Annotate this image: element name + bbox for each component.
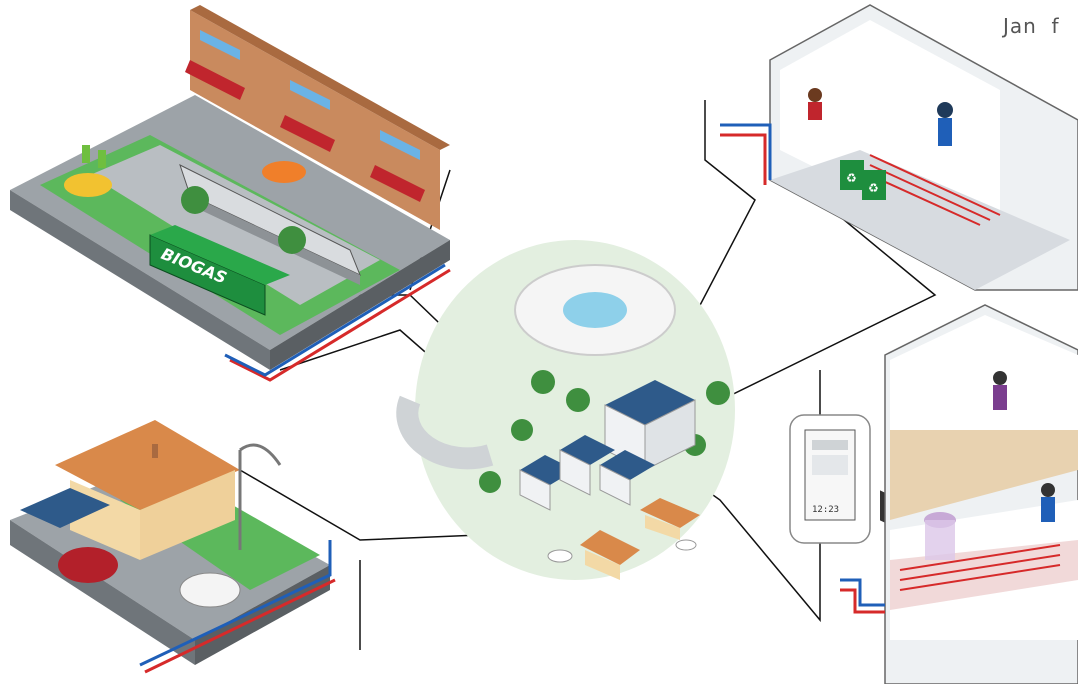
svg-text:♻: ♻ xyxy=(846,171,857,185)
solar-panel-icon xyxy=(20,488,110,528)
tree-icon xyxy=(479,370,730,493)
house-interior-panel xyxy=(840,304,1078,684)
city-overview xyxy=(396,240,735,580)
header-partial-text: Jan f xyxy=(1003,14,1060,38)
awnings xyxy=(185,60,425,202)
thermostat-display-icon: 12:23 xyxy=(789,414,871,544)
tram-icon xyxy=(179,164,361,285)
solar-panel-icon xyxy=(519,380,696,511)
display-time-text: 12:23 xyxy=(812,505,839,515)
street-lamp-icon xyxy=(238,443,282,550)
bus-icon: BIOGAS xyxy=(149,225,290,316)
recycle-icon: ♻ ♻ xyxy=(840,160,886,200)
apartment-panel: ♻ ♻ xyxy=(720,4,1078,536)
house-panel xyxy=(10,420,336,674)
svg-text:♻: ♻ xyxy=(868,181,879,195)
charging-station-icon xyxy=(82,145,106,168)
car-icon xyxy=(58,547,241,608)
tree-icon xyxy=(181,186,306,254)
street-scene-panel: BIOGAS xyxy=(10,5,451,382)
car-icon xyxy=(64,161,306,197)
